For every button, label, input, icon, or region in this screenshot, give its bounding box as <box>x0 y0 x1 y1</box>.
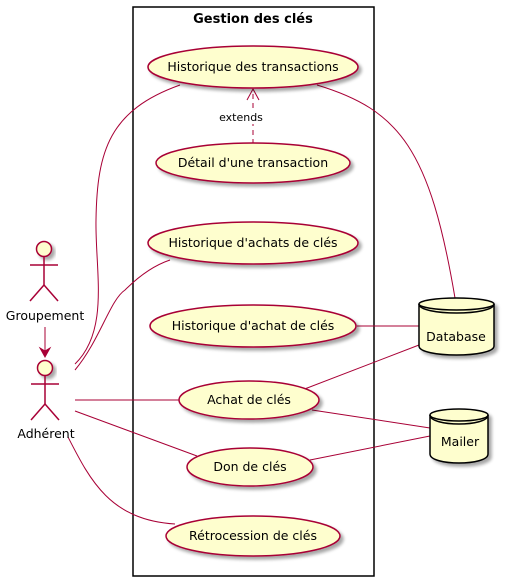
line-don-mailer <box>309 435 431 461</box>
use-case-don-cles[interactable]: Don de clés <box>186 447 314 487</box>
database-database-label: Database <box>426 329 486 344</box>
actor-groupement[interactable] <box>29 240 59 302</box>
actor-adherent-label: Adhérent <box>17 426 74 441</box>
use-case-achat-cles[interactable]: Achat de clés <box>178 380 320 420</box>
actor-groupement-head-icon <box>35 240 53 258</box>
use-case-detail-transaction-label: Détail d'une transaction <box>178 155 328 170</box>
use-case-historique-transactions-label: Historique des transactions <box>167 59 338 74</box>
line-adherent-retrocession <box>67 436 176 525</box>
use-case-retrocession-cles[interactable]: Rétrocession de clés <box>165 515 341 557</box>
database-mailer[interactable] <box>429 408 489 464</box>
use-case-historique-transactions[interactable]: Historique des transactions <box>147 45 359 89</box>
actor-adherent-head-icon <box>36 359 54 377</box>
use-case-achat-cles-label: Achat de clés <box>207 392 291 407</box>
actor-adherent[interactable] <box>30 359 60 421</box>
groupement-to-adherent-arrowhead <box>38 346 52 359</box>
extends-label: extends <box>219 111 263 124</box>
use-case-retrocession-cles-label: Rétrocession de clés <box>189 528 317 543</box>
use-case-detail-transaction[interactable]: Détail d'une transaction <box>155 142 351 184</box>
line-adherent-historique-transactions <box>74 84 181 365</box>
line-adherent-historique-achats <box>74 259 171 371</box>
use-case-historique-achat-cles[interactable]: Historique d'achat de clés <box>149 304 357 348</box>
database-database[interactable] <box>418 297 495 356</box>
actor-groupement-label: Groupement <box>6 308 85 323</box>
extends-label-bg <box>214 110 266 124</box>
use-case-historique-achat-cles-label: Historique d'achat de clés <box>172 318 335 333</box>
database-mailer-label: Mailer <box>441 434 480 449</box>
line-adherent-don <box>74 410 198 457</box>
package-title: Gestion des clés <box>193 12 313 27</box>
line-historique-database <box>316 84 456 299</box>
extends-arrowhead <box>246 87 260 101</box>
use-case-don-cles-label: Don de clés <box>213 459 286 474</box>
use-case-historique-achats-cles-label: Historique d'achats de clés <box>168 235 337 250</box>
line-achat-database <box>301 344 420 391</box>
association-lines <box>67 84 456 525</box>
use-case-historique-achats-cles[interactable]: Historique d'achats de clés <box>147 221 359 265</box>
line-achat-mailer <box>311 409 431 429</box>
